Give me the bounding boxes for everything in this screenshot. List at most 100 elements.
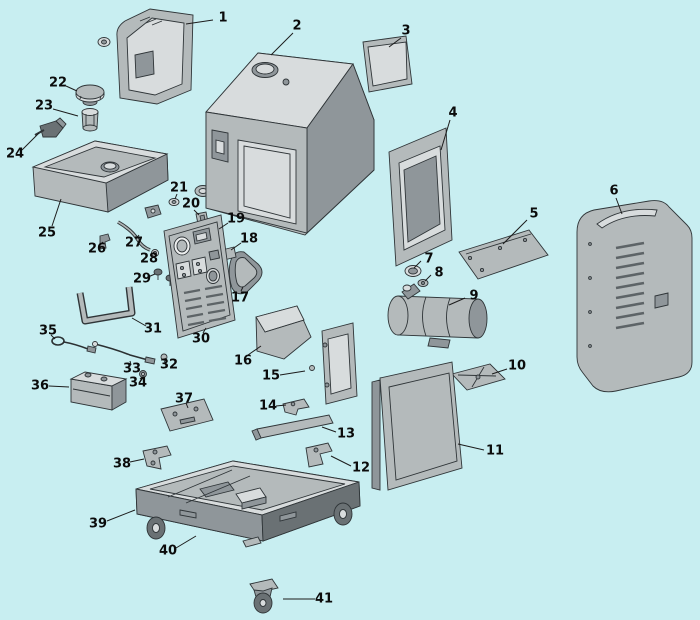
callout-leader-2 xyxy=(270,32,294,56)
part-5-baffle-plate xyxy=(458,229,549,280)
part-10-mount-plate xyxy=(451,363,506,391)
part-6-right-side-panel xyxy=(576,200,693,393)
part-1-left-end-panel xyxy=(97,8,194,105)
callout-number-19: 19 xyxy=(227,212,245,227)
part-14-clip-bracket xyxy=(282,398,310,416)
callout-number-11: 11 xyxy=(486,444,504,459)
callout-number-3: 3 xyxy=(401,24,410,39)
callout-number-5: 5 xyxy=(529,207,538,222)
part-35-battery-cable xyxy=(51,336,97,354)
part-8-exhaust-gasket xyxy=(417,279,429,287)
callout-leader-8 xyxy=(424,274,432,282)
callout-number-9: 9 xyxy=(469,289,478,304)
callout-leader-20 xyxy=(193,209,200,216)
callout-leader-7 xyxy=(413,260,422,269)
callout-leader-21 xyxy=(174,193,178,200)
callout-number-20: 20 xyxy=(182,197,200,212)
callout-leader-15 xyxy=(279,370,306,376)
callout-number-6: 6 xyxy=(609,184,618,199)
pump-detail xyxy=(144,204,162,219)
callout-number-14: 14 xyxy=(259,399,277,414)
callout-number-27: 27 xyxy=(125,236,143,251)
callout-number-37: 37 xyxy=(175,392,193,407)
callout-leader-6 xyxy=(615,197,623,215)
part-11-bottom-rear-panel xyxy=(371,361,463,491)
callout-leader-16 xyxy=(247,345,262,356)
part-27-fuel-hose xyxy=(117,220,151,252)
callout-leader-29 xyxy=(147,273,156,278)
panel-vents xyxy=(183,284,227,327)
callout-leader-1 xyxy=(185,19,214,25)
callout-number-35: 35 xyxy=(39,324,57,339)
callout-leader-27 xyxy=(135,234,140,240)
callout-leader-24 xyxy=(21,132,40,151)
part-13-cross-bar xyxy=(251,414,334,441)
callout-number-4: 4 xyxy=(448,106,457,121)
callout-number-22: 22 xyxy=(49,76,67,91)
part-25-fuel-tank xyxy=(31,140,169,213)
callout-leader-37 xyxy=(185,402,189,409)
vent-grid xyxy=(615,241,645,330)
callout-number-30: 30 xyxy=(192,332,210,347)
callout-number-31: 31 xyxy=(144,322,162,337)
part-31-support-bracket xyxy=(76,286,136,325)
callout-leader-39 xyxy=(106,509,136,522)
callout-leader-14 xyxy=(275,404,287,407)
callout-leader-38 xyxy=(129,458,145,463)
callout-leader-10 xyxy=(491,368,508,375)
callout-number-26: 26 xyxy=(88,242,106,257)
callout-number-21: 21 xyxy=(170,181,188,196)
part-16-air-duct xyxy=(255,305,312,360)
callout-number-2: 2 xyxy=(292,19,301,34)
callout-leader-25 xyxy=(51,198,62,227)
callout-number-34: 34 xyxy=(129,376,147,391)
callout-number-18: 18 xyxy=(240,232,258,247)
latch-detail xyxy=(97,37,111,47)
part-39-base-frame xyxy=(135,460,361,548)
part-22-fuel-cap xyxy=(75,84,105,106)
callout-leader-35 xyxy=(50,334,56,340)
part-41-caster xyxy=(249,578,279,614)
callout-leader-28 xyxy=(150,251,155,256)
part-34-nut xyxy=(139,370,147,378)
callout-number-23: 23 xyxy=(35,99,53,114)
callout-number-41: 41 xyxy=(315,592,333,607)
callout-number-13: 13 xyxy=(337,427,355,442)
callout-leader-19 xyxy=(218,222,229,230)
part-3-top-rear-panel xyxy=(362,35,413,93)
callout-leader-22 xyxy=(65,85,78,92)
callout-leader-40 xyxy=(175,535,197,549)
callout-number-15: 15 xyxy=(262,369,280,384)
callout-leader-26 xyxy=(99,241,104,246)
callout-leader-18 xyxy=(230,242,242,251)
part-38-hold-down-bracket xyxy=(142,445,172,470)
part-2-main-cover xyxy=(205,52,375,236)
callout-leader-3 xyxy=(388,37,402,48)
callout-number-8: 8 xyxy=(434,266,443,281)
part-40-engine-mount xyxy=(167,469,297,548)
part-15-access-door xyxy=(309,322,358,405)
part-37-battery-tray xyxy=(160,398,214,432)
callout-leader-36 xyxy=(48,385,70,388)
rear-wheel-left xyxy=(146,516,166,540)
callout-number-39: 39 xyxy=(89,517,107,532)
callout-number-40: 40 xyxy=(159,544,177,559)
callout-number-7: 7 xyxy=(424,252,433,267)
part-36-battery xyxy=(69,371,128,411)
callout-number-36: 36 xyxy=(31,379,49,394)
callout-leader-30 xyxy=(202,327,207,334)
callout-number-17: 17 xyxy=(231,291,249,306)
callout-number-24: 24 xyxy=(6,147,24,162)
callout-leader-17 xyxy=(240,286,244,292)
part-23-fuel-filter xyxy=(81,108,99,132)
part-7-clamp xyxy=(404,265,422,277)
callout-leader-12 xyxy=(330,455,352,467)
part-4-rear-panel xyxy=(388,127,453,267)
callout-number-12: 12 xyxy=(352,461,370,476)
callout-number-33: 33 xyxy=(123,362,141,377)
part-12-support-bracket xyxy=(305,442,333,468)
callout-leader-32 xyxy=(164,357,168,362)
